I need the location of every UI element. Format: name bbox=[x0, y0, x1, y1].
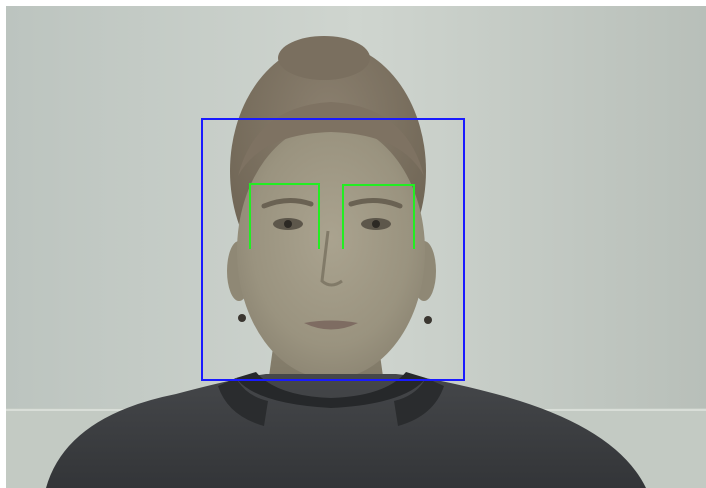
nose bbox=[320, 230, 343, 287]
mouth bbox=[304, 320, 358, 330]
photo-canvas bbox=[6, 6, 706, 488]
face-detection-box bbox=[201, 118, 465, 381]
hair-bun bbox=[278, 36, 370, 80]
left-eye-detection-box bbox=[249, 183, 320, 249]
hairline bbox=[238, 102, 424, 176]
collar-flap-left bbox=[218, 378, 268, 426]
face bbox=[237, 123, 425, 379]
left-earring bbox=[238, 314, 246, 322]
collar-flap-right bbox=[394, 378, 444, 426]
left-eyebrow bbox=[261, 198, 314, 209]
right-eyebrow bbox=[348, 198, 403, 209]
left-pupil bbox=[284, 220, 292, 228]
sweater bbox=[46, 374, 646, 488]
right-eye-detection-box bbox=[342, 184, 415, 249]
right-earring bbox=[424, 316, 432, 324]
webcam-photo bbox=[6, 6, 706, 488]
right-pupil bbox=[372, 220, 380, 228]
sweater-collar bbox=[236, 372, 426, 408]
